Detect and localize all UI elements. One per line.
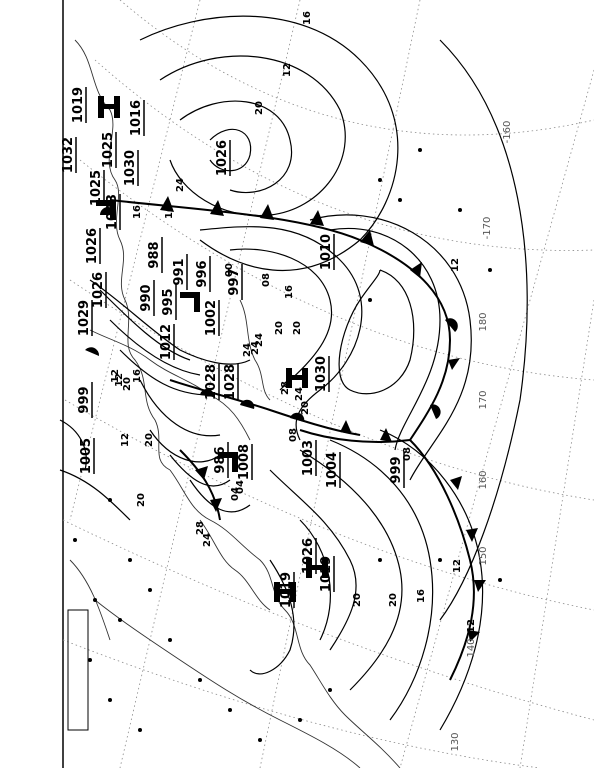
- isobar-label: 20: [144, 433, 155, 447]
- pressure-center-label: 1029: [77, 300, 92, 336]
- pressure-center-label: 1028: [223, 364, 238, 400]
- isobar-label: 24: [250, 341, 261, 355]
- isobar-label: 24: [175, 178, 186, 192]
- isobar-label: 24: [294, 387, 305, 401]
- pressure-center-label: 1025: [89, 170, 104, 206]
- longitude-label: 130: [450, 732, 461, 751]
- isobar-label: 12: [466, 619, 477, 633]
- pressure-center-label: 1008: [237, 444, 252, 480]
- isobar-label: 28: [280, 381, 291, 395]
- pressure-center-label: 1003: [301, 440, 316, 476]
- coastlines: [69, 39, 401, 768]
- longitude-label: 140: [466, 638, 477, 657]
- pressure-center-label: 1019: [279, 572, 294, 608]
- pressure-center-label: 1030: [314, 356, 329, 392]
- pressure-center-label: 1025: [101, 132, 116, 168]
- pressure-center-label: 1028: [204, 364, 219, 400]
- isobar-label: 20: [300, 401, 311, 415]
- pressure-center-label: 1004: [325, 452, 340, 488]
- pressure-center-label: 1030: [123, 150, 138, 186]
- isobar-label: 08: [261, 273, 272, 287]
- longitude-label: -160: [502, 121, 513, 144]
- isobar-label: 16: [132, 369, 143, 383]
- pressure-center-labels: 1019 1025 1016 1032 1025 1030 1026 1023 1026 1026…: [61, 87, 405, 608]
- front-symbols: [85, 196, 486, 642]
- pressure-center-label: 1026: [85, 228, 100, 264]
- isobar-label: 20: [388, 593, 399, 607]
- longitude-label: 160: [478, 470, 489, 489]
- pressure-center-label: 1019: [319, 556, 334, 592]
- pressure-center-label: 1002: [204, 300, 219, 336]
- isobar-label: 08: [288, 428, 299, 442]
- isobar-label: 20: [136, 493, 147, 507]
- pressure-center-label: 1010: [319, 234, 334, 270]
- isobar-label: 12: [110, 369, 121, 383]
- isobar-label: 20: [254, 101, 265, 115]
- isobar-label: 20: [292, 321, 303, 335]
- pressure-center-label: 991: [172, 258, 187, 285]
- legend-box: [67, 609, 89, 731]
- longitude-label: 180: [478, 312, 489, 331]
- isobar-label: 12: [120, 433, 131, 447]
- isobar-label: 16: [132, 205, 143, 219]
- isobar-label: 28: [195, 521, 206, 535]
- longitude-label: 170: [478, 390, 489, 409]
- isobar-label: 12: [452, 559, 463, 573]
- pressure-center-label: 1016: [129, 100, 144, 136]
- isobar-label: 08: [402, 447, 413, 461]
- fronts: [109, 199, 475, 681]
- isobar-label: 20: [352, 593, 363, 607]
- longitude-labels: -160 -170 180 170 160 150 140 130: [450, 121, 513, 752]
- pressure-center-label: 1012: [159, 324, 174, 360]
- isobar-label: 20: [274, 321, 285, 335]
- pressure-center-label: 996: [195, 260, 210, 287]
- isobar-label: 04: [230, 487, 241, 501]
- pressure-center-label: 1026: [215, 140, 230, 176]
- pressure-center-label: 1026: [301, 538, 316, 574]
- isobar-label: 12: [114, 373, 125, 387]
- isobar-label: 00: [224, 263, 235, 277]
- pressure-center-label: 1023: [105, 194, 120, 230]
- station-plots: [73, 148, 502, 742]
- pressure-center-label: 997: [227, 268, 242, 295]
- pressure-center-label: 1026: [91, 272, 106, 308]
- pressure-center-label: 990: [139, 284, 154, 311]
- pressure-center-label: 999: [389, 456, 404, 483]
- pressure-center-label: 986: [213, 446, 228, 473]
- pressure-center-label: 999: [77, 386, 92, 413]
- isobar-label: 12: [282, 63, 293, 77]
- pressure-center-label: 1032: [61, 137, 76, 173]
- isobar-label: 16: [416, 589, 427, 603]
- isobar-label: 24: [254, 333, 265, 347]
- pressure-center-label: 988: [147, 241, 162, 268]
- isobar-label: 04: [235, 480, 246, 494]
- pressure-center-label: 995: [161, 288, 176, 315]
- isobar-label: 20: [122, 377, 133, 391]
- isobar-label: 24: [202, 533, 213, 547]
- pressure-center-label: 1005: [79, 438, 94, 474]
- longitude-label: 150: [478, 546, 489, 565]
- isobar-label: 24: [242, 343, 253, 357]
- pressure-center-label: 1019: [71, 87, 86, 123]
- isobar-label: 12: [450, 258, 461, 272]
- isobar-label: 16: [302, 11, 313, 25]
- isobar-label: 16: [164, 205, 175, 219]
- isobar-label: 16: [284, 285, 295, 299]
- longitude-label: -170: [482, 217, 493, 240]
